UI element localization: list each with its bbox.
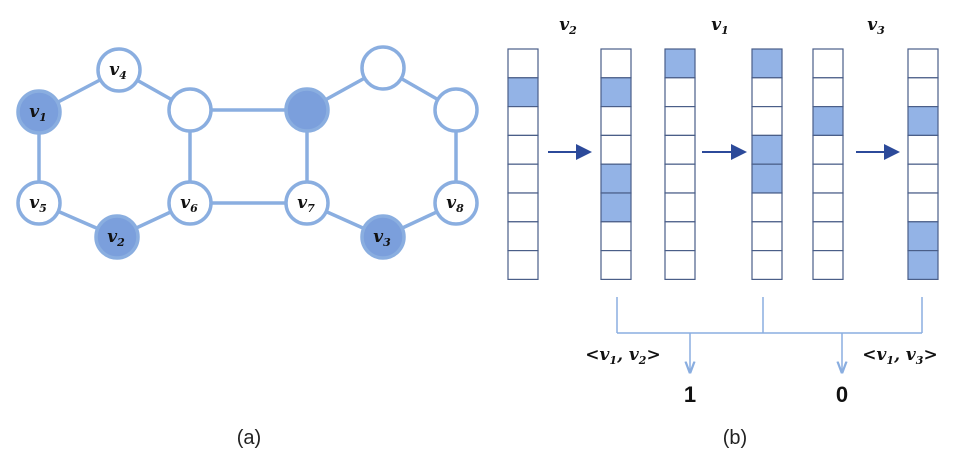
bit-cell xyxy=(664,221,696,252)
bit-vector-column xyxy=(507,48,539,281)
bit-cell-set xyxy=(907,221,939,252)
bit-cell xyxy=(812,134,844,165)
bit-cell xyxy=(507,221,539,252)
bit-cell-set xyxy=(751,134,783,165)
bit-cell xyxy=(812,221,844,252)
bit-cell xyxy=(664,134,696,165)
bit-cell xyxy=(600,105,632,136)
bit-cell xyxy=(507,192,539,223)
bit-cell xyxy=(812,192,844,223)
bit-cell-set xyxy=(507,77,539,108)
bit-cell xyxy=(907,192,939,223)
bit-cell xyxy=(600,250,632,281)
bit-cell xyxy=(751,250,783,281)
bit-cell xyxy=(812,77,844,108)
bit-cell xyxy=(751,105,783,136)
column-header-v3: v3 xyxy=(867,15,885,37)
bit-cell xyxy=(907,48,939,79)
bit-cell xyxy=(507,250,539,281)
bit-vector-column xyxy=(600,48,632,281)
pair-label: <v1, v3> xyxy=(862,345,937,367)
bit-vector-column xyxy=(812,48,844,281)
pair-result: 1 xyxy=(684,382,696,407)
bit-cell-set xyxy=(600,192,632,223)
bit-cell-set xyxy=(600,163,632,194)
column-header-v1: v1 xyxy=(711,15,729,37)
node-nc xyxy=(433,87,479,133)
bit-cell xyxy=(664,250,696,281)
bit-vectors-panel-b: v2 v1 v3 <v1, v2> 1 <v1, v3> 0 xyxy=(507,15,939,407)
bit-vector-column xyxy=(751,48,783,281)
bit-cell xyxy=(664,105,696,136)
node-nb xyxy=(284,87,330,133)
node-v6 xyxy=(167,180,213,226)
bit-cell xyxy=(664,192,696,223)
caption-a: (a) xyxy=(237,427,261,449)
bit-cell-set xyxy=(664,48,696,79)
caption-b: (b) xyxy=(723,427,747,449)
bit-cell-set xyxy=(751,48,783,79)
node-v8 xyxy=(433,180,479,226)
bit-cell xyxy=(507,48,539,79)
node-v4 xyxy=(96,47,142,93)
bit-cell xyxy=(751,192,783,223)
bit-cell xyxy=(600,134,632,165)
bit-cell xyxy=(751,221,783,252)
node-v7 xyxy=(284,180,330,226)
bit-vector-column xyxy=(664,48,696,281)
bit-cell xyxy=(507,163,539,194)
bit-vector-column xyxy=(907,48,939,281)
node-v3 xyxy=(360,214,406,260)
bit-cell xyxy=(664,77,696,108)
column-header-v2: v2 xyxy=(559,15,577,37)
bit-cell xyxy=(600,48,632,79)
bit-cell xyxy=(812,48,844,79)
pair-label: <v1, v2> xyxy=(585,345,660,367)
node-v2 xyxy=(94,214,140,260)
bit-cell-set xyxy=(600,77,632,108)
bit-cell xyxy=(812,250,844,281)
bit-cell-set xyxy=(907,105,939,136)
node-nd xyxy=(360,45,406,91)
node-v1 xyxy=(16,89,62,135)
node-v5 xyxy=(16,180,62,226)
bit-cell xyxy=(907,77,939,108)
node-na xyxy=(167,87,213,133)
bit-cell-set xyxy=(751,163,783,194)
bit-cell xyxy=(507,134,539,165)
bit-cell xyxy=(664,163,696,194)
pair-result: 0 xyxy=(836,382,848,407)
bit-cell xyxy=(507,105,539,136)
bit-cell xyxy=(751,77,783,108)
bit-cell xyxy=(600,221,632,252)
bit-cell xyxy=(812,163,844,194)
bit-cell-set xyxy=(812,105,844,136)
bit-cell xyxy=(907,134,939,165)
bit-cell-set xyxy=(907,250,939,281)
bit-cell xyxy=(907,163,939,194)
